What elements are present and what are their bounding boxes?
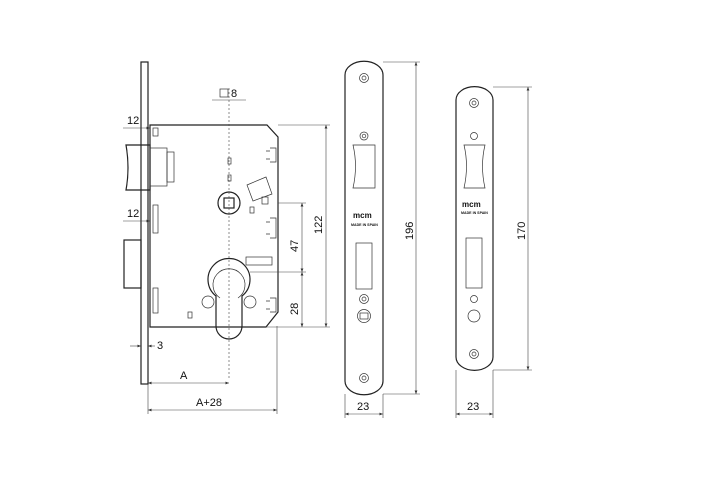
lock-case: [149, 124, 279, 328]
strike-deadbolt-opening: [465, 237, 483, 289]
dim-backset-plus: A+28: [147, 326, 278, 414]
dim-faceplate-mid-value: 12: [127, 208, 139, 220]
follower-hub: [217, 191, 241, 215]
latch-opening: [352, 144, 376, 189]
dim-hub-cylinder-value: 47: [289, 240, 301, 252]
square-spindle-hole: [223, 197, 235, 209]
dim-backset-plus-value: A+28: [196, 397, 222, 409]
dim-cylinder-bottom-value: 28: [289, 303, 301, 315]
dim-faceplate-top: 12: [123, 115, 150, 130]
dim-faceplate-thickness-value: 3: [157, 340, 163, 352]
dim-faceplate-thickness: 3: [130, 340, 163, 352]
dim-faceplate-top-value: 12: [127, 115, 139, 127]
strike-outline: [455, 86, 494, 371]
dim-faceplate-mid: 12: [123, 208, 150, 223]
dim-backset-value: A: [180, 370, 188, 382]
lock-body-side-view: [123, 61, 279, 385]
strike-plate-view: mcm MADE IN SPAIN: [455, 86, 494, 371]
strike-latch-opening: [463, 144, 486, 189]
dim-strike-width-value: 23: [467, 401, 479, 413]
dim-backset: A: [148, 370, 229, 385]
dim-case-height-value: 122: [313, 216, 325, 234]
dim-faceplate-length-value: 196: [404, 222, 416, 240]
brand-logo-strike: mcm: [462, 200, 481, 209]
deadbolt-opening: [355, 242, 373, 290]
dim-faceplate-width-value: 23: [357, 401, 369, 413]
faceplate-side: [140, 61, 149, 385]
dim-faceplate-front: 196 23: [344, 61, 420, 418]
dim-strike-length-value: 170: [516, 222, 528, 240]
made-in-strike: MADE IN SPAIN: [461, 211, 488, 215]
dead-bolt: [123, 239, 142, 289]
dim-square-spindle: 8: [212, 88, 246, 101]
brand-logo-faceplate: mcm: [353, 211, 372, 220]
cylinder-cutout: [207, 257, 251, 340]
faceplate-outline: [344, 60, 384, 396]
dim-square-spindle-value: 8: [231, 88, 237, 100]
dim-strike: 170 23: [455, 86, 532, 418]
faceplate-front-view: mcm MADE IN SPAIN: [344, 60, 384, 396]
latch-bolt: [125, 144, 151, 191]
dim-vertical-case: 47 28 122: [250, 124, 330, 328]
made-in-faceplate: MADE IN SPAIN: [351, 223, 378, 227]
